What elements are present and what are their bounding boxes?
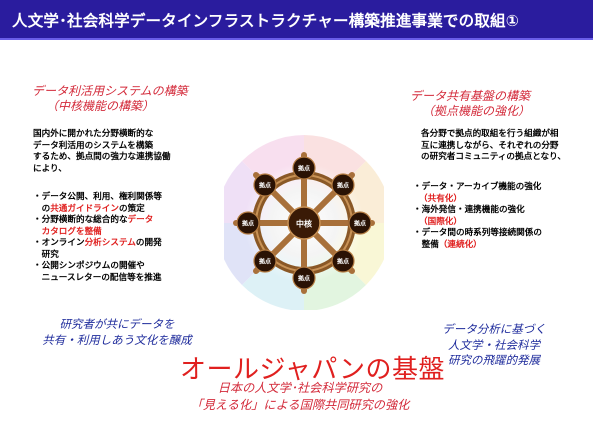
wheel-node: 拠点: [348, 211, 372, 235]
list-item: ・オンライン分析システムの開発 研究: [33, 238, 162, 260]
svg-text:拠点: 拠点: [259, 258, 271, 266]
slide-title: 人文学･社会科学データインフラストラクチャー構築推進事業での取組①: [12, 12, 520, 30]
left-intro-line: するため、拠点間の強力な連携協働: [33, 152, 171, 162]
main-slogan: オールジャパンの基盤: [180, 355, 446, 385]
right-item-list: ・データ・アーカイブ機能の強化 （共有化） ・海外発信・連携機能の強化 （国際化…: [413, 182, 542, 251]
sub-slogan: 日本の人文学･社会科学研究の 「見える化」による国際共同研究の強化: [190, 381, 410, 412]
svg-text:拠点: 拠点: [259, 182, 271, 190]
wheel-node: 拠点: [331, 249, 355, 273]
wheel-node: 拠点: [292, 156, 316, 180]
right-intro-line: の研究者コミュニティの拠点となり、: [421, 152, 566, 162]
right-heading-sub: （拠点機能の強化）: [422, 104, 531, 118]
svg-text:拠点: 拠点: [337, 182, 349, 190]
right-intro-line: 各分野で拠点的取組を行う組織が相: [421, 129, 559, 139]
svg-text:拠点: 拠点: [298, 275, 310, 283]
left-intro-line: により、: [33, 163, 67, 174]
wheel-node: 拠点: [236, 211, 260, 235]
svg-text:拠点: 拠点: [354, 220, 366, 228]
right-footer: データ分析に基づく 人文学・社会科学 研究の飛躍的発展: [442, 322, 546, 367]
svg-text:拠点: 拠点: [337, 258, 349, 266]
ship-wheel-diagram: 中核 拠点 拠点 拠点 拠点 拠点 拠点 拠点: [224, 135, 384, 310]
left-footer: 研究者が共にデータを 共有・利用しあう文化を醸成: [42, 317, 192, 347]
right-intro-line: 互に連携しながら、それぞれの分野: [421, 140, 559, 151]
left-heading-sub: （中核機能の構築）: [46, 99, 155, 113]
left-heading: データ利活用システムの構築 （中核機能の構築）: [32, 84, 188, 114]
right-heading: データ共有基盤の構築 （拠点機能の強化）: [410, 89, 530, 119]
list-item: ・データ・アーカイブ機能の強化 （共有化）: [413, 182, 542, 204]
wheel-node: 拠点: [292, 266, 316, 290]
left-intro-line: 国内外に開かれた分野横断的な: [33, 129, 154, 139]
list-item: ・データ間の時系列等接続関係の 整備（連続化）: [413, 228, 542, 250]
list-item: ・公開シンポジウムの開催や ニュースレターの配信等を推進: [33, 261, 162, 283]
left-intro-line: データ利活用のシステムを構築: [33, 140, 154, 151]
left-item-list: ・データ公開、利用、権利関係等 の共通ガイドラインの策定 ・分野横断的な総合的な…: [33, 192, 162, 284]
right-heading-main: データ共有基盤の構築: [410, 89, 531, 103]
center-label: 中核: [296, 219, 312, 229]
wheel-node: 拠点: [253, 249, 277, 273]
wheel-node: 拠点: [253, 173, 277, 197]
wheel-node: 拠点: [331, 173, 355, 197]
svg-text:拠点: 拠点: [242, 220, 254, 228]
left-heading-main: データ利活用システムの構築: [32, 84, 188, 98]
right-intro: 各分野で拠点的取組を行う組織が相 互に連携しながら、それぞれの分野 の研究者コミ…: [421, 129, 566, 164]
left-intro: 国内外に開かれた分野横断的な データ利活用のシステムを構築 するため、拠点間の強…: [33, 129, 171, 175]
list-item: ・分野横断的な総合的なデータ カタログを整備: [33, 215, 154, 237]
svg-text:拠点: 拠点: [298, 165, 310, 173]
wheel-center: 中核: [287, 206, 321, 240]
list-item: ・データ公開、利用、権利関係等 の共通ガイドラインの策定: [33, 192, 162, 214]
list-item: ・海外発信・連携機能の強化 （国際化）: [413, 205, 525, 227]
title-bar: 人文学･社会科学データインフラストラクチャー構築推進事業での取組①: [0, 0, 593, 40]
